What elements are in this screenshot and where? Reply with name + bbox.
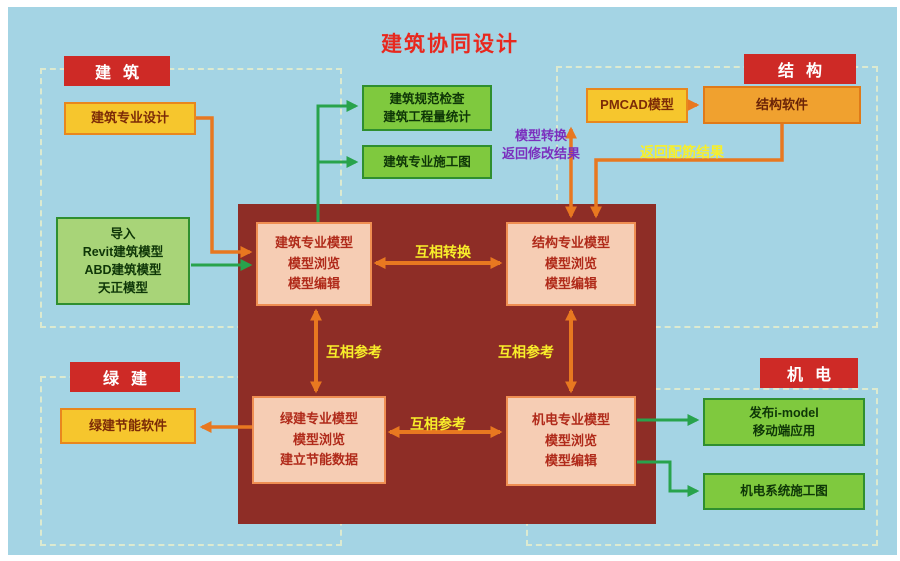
region-label-architecture: 建筑: [64, 56, 170, 86]
box-struct-software: 结构软件: [703, 86, 861, 124]
label-return-rebar: 返回配筋结果: [640, 144, 724, 160]
box-arch-drawing: 建筑专业施工图: [362, 145, 492, 179]
label-mutual-convert: 互相转换: [415, 244, 471, 260]
node-struct-model: 结构专业模型 模型浏览 模型编辑: [506, 222, 636, 306]
box-imodel-publish: 发布i-model 移动端应用: [703, 398, 865, 446]
region-structure: [556, 66, 878, 328]
region-label-green-building: 绿建: [70, 362, 180, 392]
label-mutual-ref-right: 互相参考: [498, 344, 554, 360]
node-arch-model: 建筑专业模型 模型浏览 模型编辑: [256, 222, 372, 306]
box-arch-design: 建筑专业设计: [64, 102, 196, 135]
diagram-title: 建筑协同设计: [381, 33, 519, 56]
node-green-model: 绿建专业模型 模型浏览 建立节能数据: [252, 396, 386, 484]
node-mep-model: 机电专业模型 模型浏览 模型编辑: [506, 396, 636, 486]
label-mutual-ref-bottom: 互相参考: [410, 416, 466, 432]
box-arch-import: 导入 Revit建筑模型 ABD建筑模型 天正模型: [56, 217, 190, 305]
region-label-structure: 结构: [744, 54, 856, 84]
box-green-software: 绿建节能软件: [60, 408, 196, 444]
box-mep-drawing: 机电系统施工图: [703, 473, 865, 510]
label-mutual-ref-left: 互相参考: [326, 344, 382, 360]
box-arch-check: 建筑规范检查 建筑工程量统计: [362, 85, 492, 131]
box-pmcad: PMCAD模型: [586, 88, 688, 123]
label-model-convert: 模型转换 返回修改结果: [501, 128, 580, 161]
region-label-mep: 机电: [760, 358, 858, 388]
